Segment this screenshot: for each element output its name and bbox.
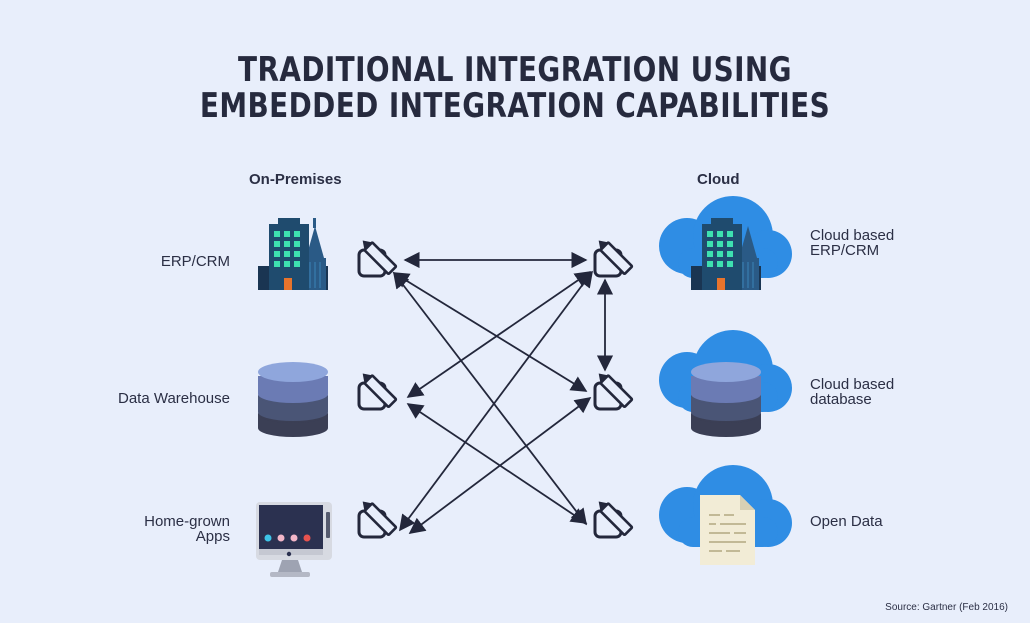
cloud-database-icon	[659, 330, 792, 437]
arrow-apps-to-cloud-db	[408, 397, 592, 534]
label-open-data: Open Data	[810, 513, 883, 530]
edit-pencil-icon	[593, 240, 634, 278]
on-premises-heading: On-Premises	[249, 171, 342, 188]
edit-pencil-icon	[357, 240, 398, 278]
arrow-warehouse-to-cloud-erp	[406, 271, 592, 398]
edit-pencil-icon	[593, 373, 634, 411]
desktop-computer-icon	[256, 502, 332, 577]
cloud-building-icon	[659, 196, 792, 290]
source-note: Source: Gartner (Feb 2016)	[885, 602, 1008, 613]
cloud-document-icon	[659, 465, 792, 565]
label-home-grown-apps: Home-grown Apps	[144, 513, 230, 545]
database-icon	[258, 362, 328, 437]
arrow-erp-to-open-data	[393, 271, 587, 526]
label-cloud-database: Cloud based database	[810, 376, 895, 408]
title-line-2: EMBEDDED INTEGRATION CAPABILITIES	[199, 86, 831, 126]
title-line-1: TRADITIONAL INTEGRATION USING	[238, 50, 792, 90]
arrow-erp-to-cloud-db	[392, 272, 588, 392]
cloud-heading: Cloud	[697, 171, 740, 188]
edit-pencil-icon	[357, 373, 398, 411]
label-erp-crm: ERP/CRM	[160, 253, 230, 270]
label-cloud-erp-crm: Cloud based ERP/CRM	[810, 227, 895, 259]
label-data-warehouse: Data Warehouse	[117, 390, 230, 407]
edit-pencil-icon	[357, 501, 398, 539]
arrow-apps-to-cloud-erp	[399, 270, 593, 532]
office-building-icon	[258, 218, 328, 290]
edit-pencil-icon	[593, 501, 634, 539]
